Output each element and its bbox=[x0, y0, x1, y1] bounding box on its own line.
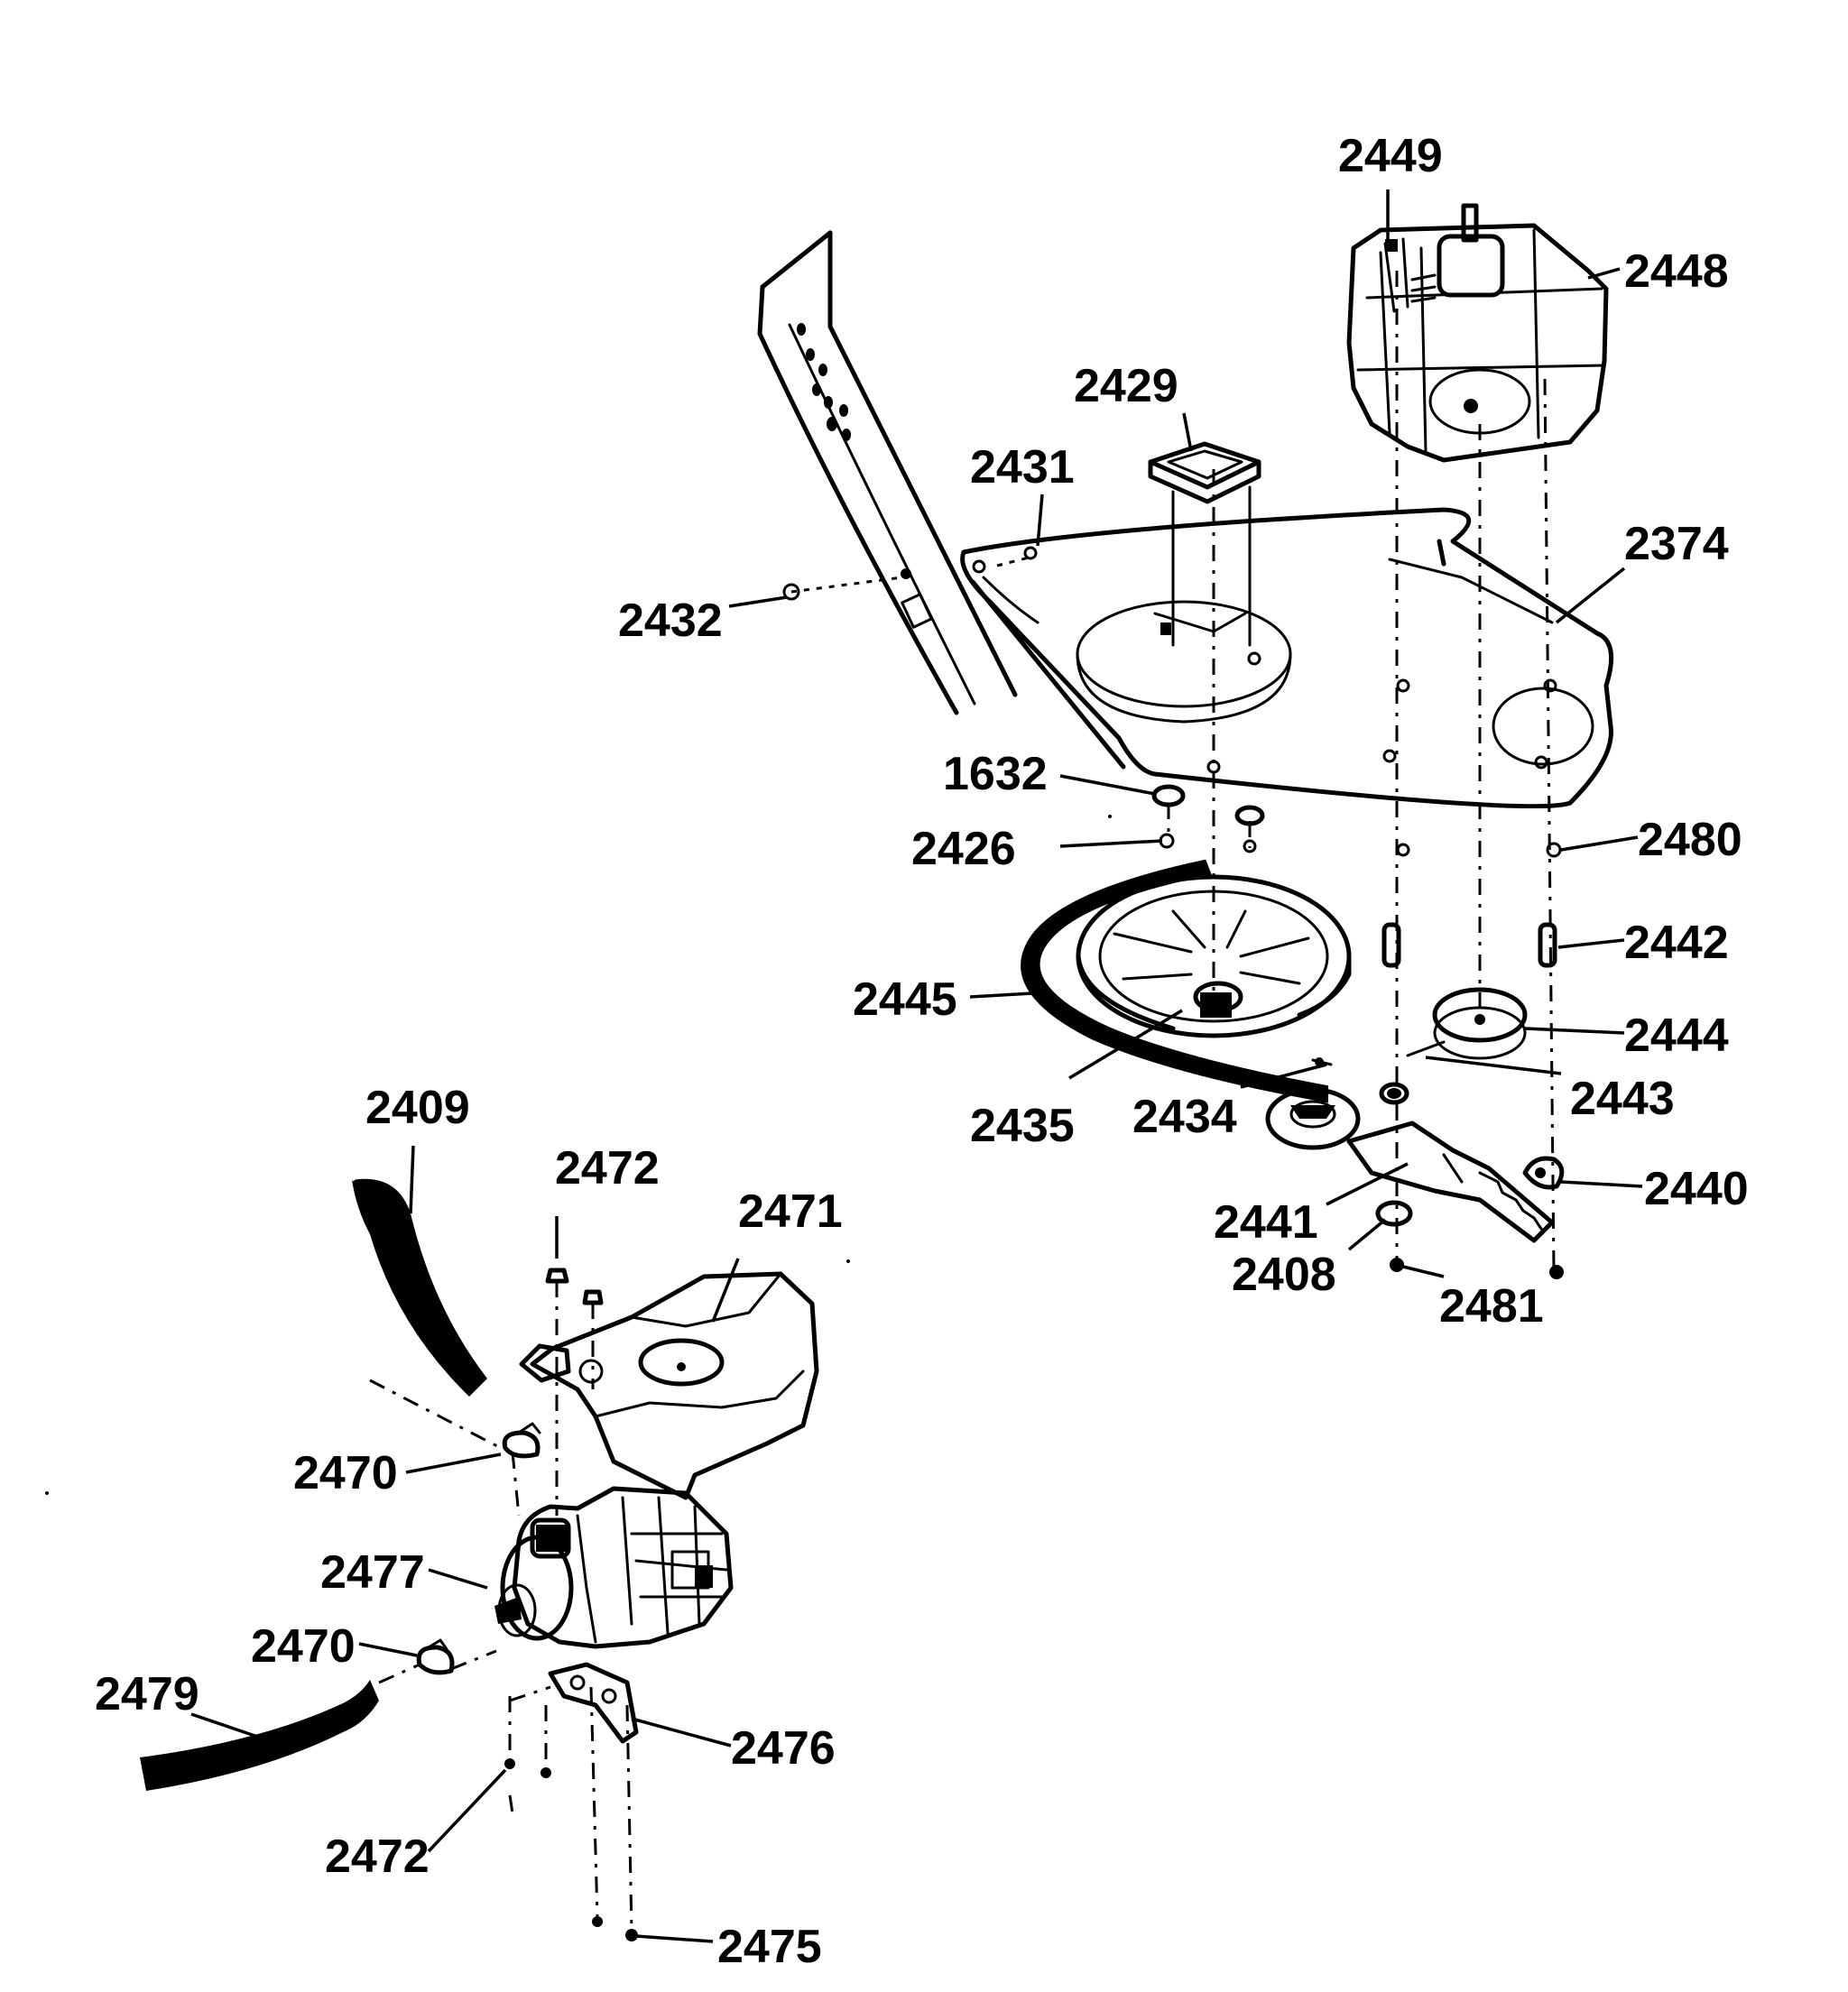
idler-bracket bbox=[1265, 1082, 1555, 1243]
hose-2479 bbox=[140, 1680, 379, 1791]
label-2448: 2448 bbox=[1624, 245, 1729, 298]
label-2441: 2441 bbox=[1214, 1196, 1318, 1249]
label-2434: 2434 bbox=[1132, 1091, 1237, 1143]
label-2435: 2435 bbox=[970, 1100, 1075, 1152]
label-2429: 2429 bbox=[1074, 360, 1178, 412]
label-2440: 2440 bbox=[1644, 1163, 1749, 1215]
label-2476: 2476 bbox=[731, 1722, 836, 1775]
hose-2409 bbox=[350, 1169, 487, 1397]
label-2431: 2431 bbox=[970, 441, 1075, 493]
pulley-and-belt bbox=[1021, 859, 1352, 1103]
label-2444: 2444 bbox=[1624, 1010, 1729, 1062]
label-2443: 2443 bbox=[1570, 1073, 1675, 1125]
label-2472-bottom: 2472 bbox=[325, 1831, 430, 1883]
label-2374: 2374 bbox=[1624, 518, 1729, 570]
frame-rail bbox=[757, 230, 1018, 715]
label-2449: 2449 bbox=[1338, 130, 1443, 182]
label-2432: 2432 bbox=[618, 595, 723, 647]
spacers bbox=[1381, 842, 1562, 968]
label-2470-lower: 2470 bbox=[251, 1620, 356, 1673]
pump-centre-lines bbox=[369, 1281, 633, 1932]
label-2480: 2480 bbox=[1638, 814, 1742, 866]
part-labels: 2449 2448 2429 2431 2374 2432 1632 2426 … bbox=[95, 130, 1749, 1973]
motor bbox=[1346, 203, 1609, 463]
label-2445: 2445 bbox=[853, 973, 957, 1026]
label-2470-upper: 2470 bbox=[293, 1447, 398, 1499]
label-2426: 2426 bbox=[911, 823, 1016, 875]
label-2442: 2442 bbox=[1624, 917, 1729, 969]
label-2477: 2477 bbox=[320, 1546, 425, 1599]
scan-specks bbox=[45, 815, 1112, 1495]
clamps-2470 bbox=[416, 1422, 541, 1675]
bearing-2429 bbox=[1148, 441, 1261, 647]
pump-2477 bbox=[494, 1486, 734, 1649]
leader-lines bbox=[190, 189, 1643, 1943]
pump-bracket-2476 bbox=[548, 1662, 639, 1744]
label-1632: 1632 bbox=[943, 748, 1048, 800]
centre-lines bbox=[790, 271, 1556, 1273]
pump-cover-2471 bbox=[519, 1271, 819, 1500]
label-2475: 2475 bbox=[717, 1921, 822, 1973]
idler-pulley bbox=[1406, 987, 1528, 1060]
label-2472-top: 2472 bbox=[555, 1142, 660, 1194]
label-2481: 2481 bbox=[1439, 1280, 1544, 1333]
pump-screws bbox=[504, 1268, 638, 1941]
label-2471: 2471 bbox=[738, 1185, 843, 1238]
mounting-plate bbox=[960, 507, 1614, 809]
label-2408: 2408 bbox=[1232, 1249, 1336, 1301]
label-2409: 2409 bbox=[365, 1082, 470, 1134]
label-2479: 2479 bbox=[95, 1668, 199, 1720]
